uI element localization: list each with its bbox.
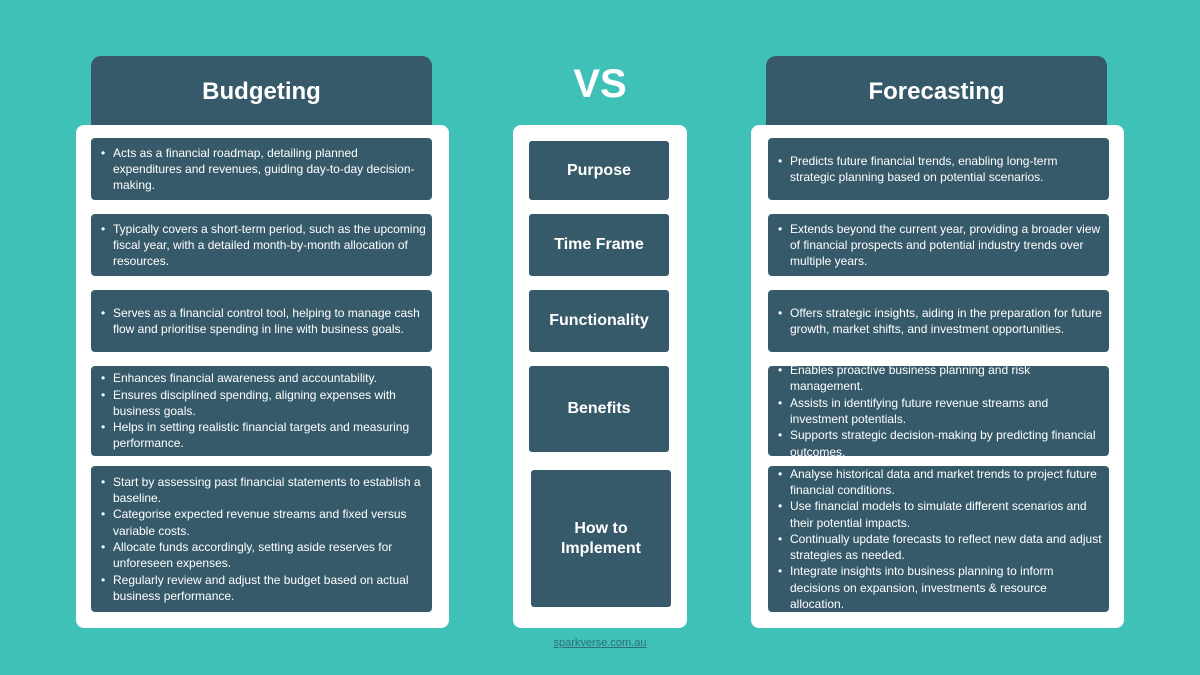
bullet-item: Categorise expected revenue streams and … [99, 506, 426, 539]
criterion-purpose: Purpose [529, 141, 669, 200]
forecasting-functionality-box: Offers strategic insights, aiding in the… [768, 290, 1109, 352]
bullet-item: Integrate insights into business plannin… [776, 563, 1103, 612]
budgeting-benefits-box: Enhances financial awareness and account… [91, 366, 432, 456]
bullet-item: Use financial models to simulate differe… [776, 498, 1103, 531]
bullet-item: Offers strategic insights, aiding in the… [776, 305, 1103, 338]
bullet-item: Regularly review and adjust the budget b… [99, 572, 426, 605]
bullet-item: Allocate funds accordingly, setting asid… [99, 539, 426, 572]
bullet-list: Offers strategic insights, aiding in the… [776, 305, 1103, 338]
footer-link[interactable]: sparkverse.com.au [553, 637, 647, 649]
bullet-item: Enhances financial awareness and account… [99, 370, 426, 387]
criterion-benefits: Benefits [529, 366, 669, 452]
bullet-item: Typically covers a short-term period, su… [99, 221, 426, 270]
forecasting-how-to-implement-box: Analyse historical data and market trend… [768, 466, 1109, 612]
bullet-item: Ensures disciplined spending, aligning e… [99, 387, 426, 420]
bullet-list: Start by assessing past financial statem… [99, 474, 426, 604]
criterion-time-frame: Time Frame [529, 214, 669, 276]
bullet-list: Predicts future financial trends, enabli… [776, 153, 1103, 186]
bullet-list: Enhances financial awareness and account… [99, 370, 426, 451]
bullet-list: Typically covers a short-term period, su… [99, 221, 426, 270]
criterion-label: Benefits [567, 400, 631, 417]
bullet-list: Analyse historical data and market trend… [776, 466, 1103, 613]
bullet-item: Acts as a financial roadmap, detailing p… [99, 145, 426, 194]
bullet-item: Supports strategic decision-making by pr… [776, 427, 1103, 460]
budgeting-purpose-box: Acts as a financial roadmap, detailing p… [91, 138, 432, 200]
bullet-list: Enables proactive business planning and … [776, 362, 1103, 460]
bullet-item: Extends beyond the current year, providi… [776, 221, 1103, 270]
budgeting-how-to-implement-box: Start by assessing past financial statem… [91, 466, 432, 612]
criterion-label: Functionality [549, 312, 649, 329]
bullet-item: Assists in identifying future revenue st… [776, 395, 1103, 428]
bullet-item: Continually update forecasts to reflect … [776, 531, 1103, 564]
forecasting-time-frame-box: Extends beyond the current year, providi… [768, 214, 1109, 276]
criterion-functionality: Functionality [529, 290, 669, 352]
budgeting-time-frame-box: Typically covers a short-term period, su… [91, 214, 432, 276]
bullet-item: Predicts future financial trends, enabli… [776, 153, 1103, 186]
bullet-item: Enables proactive business planning and … [776, 362, 1103, 395]
bullet-list: Extends beyond the current year, providi… [776, 221, 1103, 270]
forecasting-benefits-box: Enables proactive business planning and … [768, 362, 1109, 459]
budgeting-functionality-box: Serves as a financial control tool, help… [91, 290, 432, 352]
bullet-item: Analyse historical data and market trend… [776, 466, 1103, 499]
vs-label: VS [573, 62, 627, 106]
bullet-item: Serves as a financial control tool, help… [99, 305, 426, 338]
bullet-list: Acts as a financial roadmap, detailing p… [99, 145, 426, 194]
budgeting-title: Budgeting [202, 78, 321, 105]
criterion-how-to-implement: How to Implement [531, 470, 671, 607]
budgeting-header: Budgeting [91, 56, 432, 136]
criterion-label: Purpose [566, 161, 631, 179]
forecasting-header: Forecasting [766, 56, 1107, 136]
bullet-item: Start by assessing past financial statem… [99, 474, 426, 507]
forecasting-title: Forecasting [868, 78, 1005, 105]
criterion-label: How to Implement [560, 519, 641, 557]
criterion-label: Time Frame [554, 236, 644, 253]
forecasting-purpose-box: Predicts future financial trends, enabli… [768, 138, 1109, 200]
bullet-list: Serves as a financial control tool, help… [99, 305, 426, 338]
bullet-item: Helps in setting realistic financial tar… [99, 419, 426, 452]
